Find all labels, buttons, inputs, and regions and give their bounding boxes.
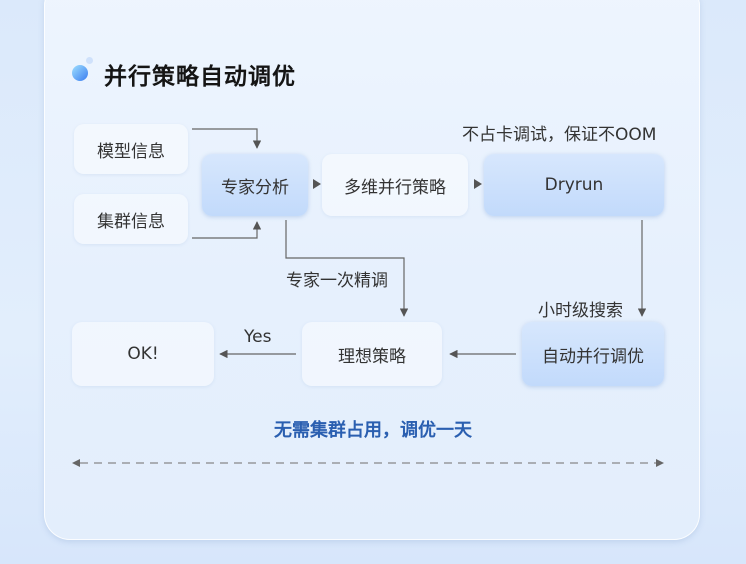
slogan: 无需集群占用，调优一天 [274, 420, 472, 441]
arrow-model-to-analysis [192, 128, 262, 149]
model-info-box: 模型信息 [74, 124, 188, 174]
arrow-multi-to-dryrun [474, 179, 482, 189]
hourly-search-note: 小时级搜索 [538, 301, 623, 321]
content-card [44, 0, 700, 540]
section-title: 并行策略自动调优 [104, 64, 296, 90]
dryrun-box: Dryrun [484, 154, 664, 216]
title-bullet-icon [72, 57, 93, 82]
timeline-right-arrow [656, 459, 664, 467]
expert-analysis-box: 专家分析 [202, 154, 308, 216]
yes-label: Yes [244, 327, 272, 347]
ideal-strategy-box: 理想策略 [302, 322, 442, 386]
ok-box: OK! [72, 322, 214, 386]
expert-tuning-note: 专家一次精调 [286, 271, 388, 291]
arrow-analysis-to-ideal [285, 220, 409, 317]
auto-tuning-box: 自动并行调优 [522, 322, 664, 386]
arrow-analysis-to-multi [313, 179, 321, 189]
multi-dim-strategy-box: 多维并行策略 [322, 154, 468, 216]
dryrun-note: 不占卡调试，保证不OOM [462, 125, 657, 145]
timeline-left-arrow [72, 459, 80, 467]
cluster-info-box: 集群信息 [74, 194, 188, 244]
arrow-cluster-to-analysis [192, 221, 262, 239]
